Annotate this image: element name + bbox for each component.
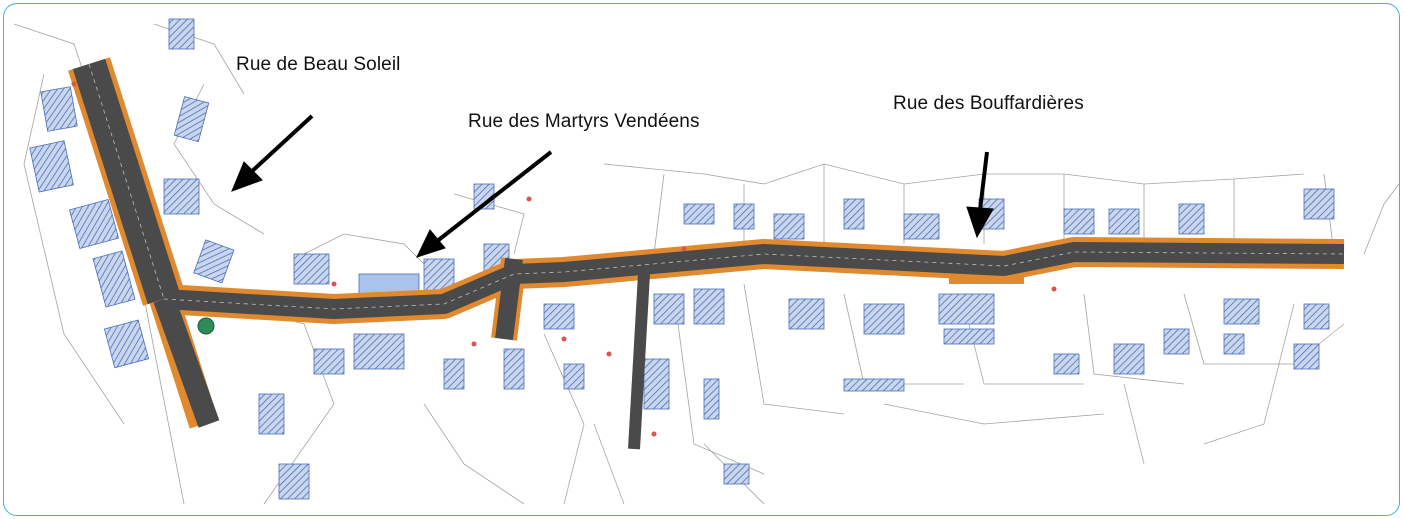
- street-plan-map: [13, 18, 1399, 505]
- roundabout-center: [197, 317, 215, 335]
- arrow-icon: [966, 151, 994, 239]
- plan-frame: Rue de Beau Soleil Rue des Martyrs Vendé…: [3, 3, 1400, 516]
- street-label-martyrs-vendeens: Rue des Martyrs Vendéens: [468, 111, 700, 132]
- buildings: [29, 18, 1335, 500]
- street-label-bouffardieres: Rue des Bouffardières: [893, 93, 1084, 114]
- street-label-beau-soleil: Rue de Beau Soleil: [236, 54, 401, 75]
- arrow-icon: [231, 114, 314, 192]
- road-markings: [88, 63, 1345, 310]
- arrow-icon: [416, 150, 553, 258]
- markers: [71, 81, 1057, 437]
